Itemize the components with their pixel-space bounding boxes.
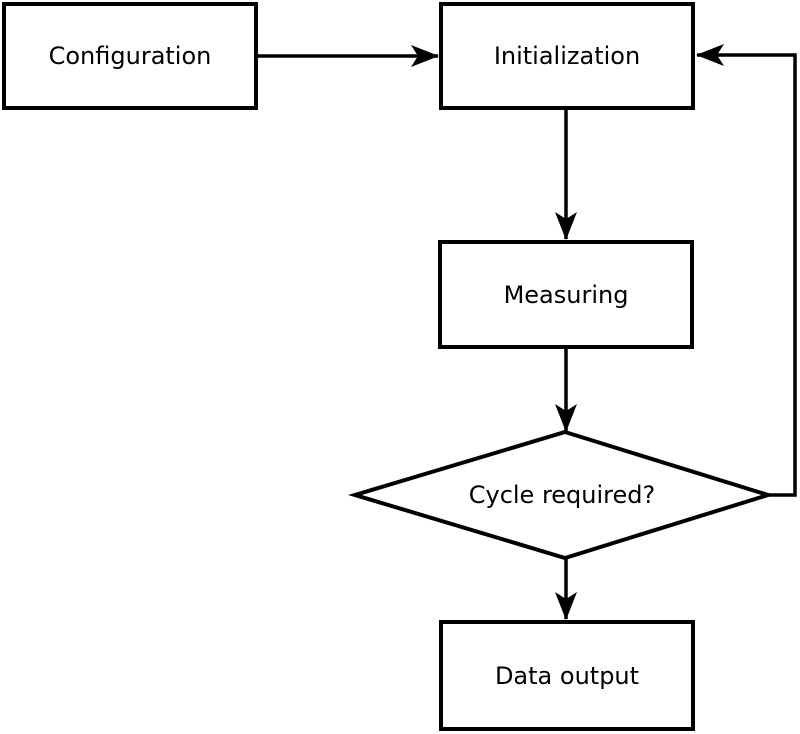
- node-cycle-required: Cycle required?: [382, 473, 742, 517]
- node-measuring: Measuring: [438, 240, 694, 349]
- node-data-output: Data output: [439, 620, 695, 731]
- node-measuring-label: Measuring: [503, 280, 629, 309]
- node-initialization: Initialization: [439, 2, 695, 110]
- node-configuration-label: Configuration: [48, 42, 212, 70]
- node-cycle-required-label: Cycle required?: [468, 481, 656, 509]
- node-data-output-label: Data output: [494, 661, 640, 690]
- node-configuration: Configuration: [2, 2, 258, 110]
- node-initialization-label: Initialization: [493, 42, 641, 70]
- edge-decision-to-initialization-loop: [696, 44, 797, 497]
